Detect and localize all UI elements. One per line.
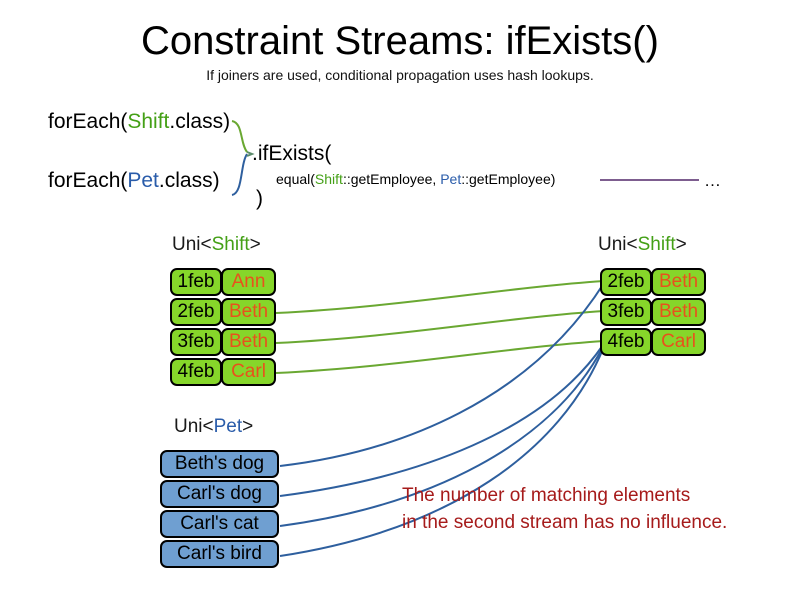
left-pet-row-2: Carl's cat — [160, 510, 279, 538]
brace-arm-pet — [231, 153, 248, 196]
code-foreach-pet-suffix: .class) — [158, 169, 220, 192]
annotation-line-1: The number of matching elements — [402, 485, 691, 506]
left-shift-row-0-date: 1feb — [170, 268, 222, 296]
page-title: Constraint Streams: ifExists() — [141, 19, 659, 63]
annotation-note: The number of matching elements in the s… — [402, 482, 727, 536]
label-left-uni-shift-suffix: > — [249, 234, 261, 255]
label-right-uni-shift-type: Shift — [637, 234, 676, 255]
code-equal-joiner: equal(Shift::getEmployee, Pet::getEmploy… — [276, 170, 555, 188]
left-shift-row-2-date: 3feb — [170, 328, 222, 356]
code-foreach-shift: forEach(Shift.class) — [48, 110, 230, 134]
right-shift-row-2-name: Carl — [651, 328, 706, 356]
code-close-paren: ) — [256, 187, 263, 210]
brace-arm-shift — [231, 120, 248, 153]
code-foreach-shift-type: Shift — [127, 110, 170, 133]
left-pet-row-0: Beth's dog — [160, 450, 279, 478]
code-equal-prefix: equal( — [276, 171, 315, 187]
page-subtitle: If joiners are used, conditional propaga… — [206, 67, 594, 83]
code-equal-left-method: ::getEmployee, — [342, 171, 441, 187]
left-pet-row-3: Carl's bird — [160, 540, 279, 568]
label-left-uni-shift: Uni<Shift> — [172, 234, 261, 256]
right-shift-row-2-date: 4feb — [600, 328, 652, 356]
code-equal-right-type: Pet — [440, 171, 462, 187]
connector-green-2feb — [275, 280, 605, 314]
left-shift-row-1-name: Beth — [221, 298, 276, 326]
code-foreach-shift-suffix: .class) — [169, 110, 231, 133]
code-equal-right-method: ::getEmployee) — [461, 171, 556, 187]
label-right-uni-shift-prefix: Uni< — [598, 234, 638, 255]
left-shift-row-3-name: Carl — [221, 358, 276, 386]
ellipsis-label: … — [704, 171, 722, 190]
label-left-uni-shift-type: Shift — [211, 234, 250, 255]
code-foreach-pet-type: Pet — [127, 169, 159, 192]
right-shift-row-1-name: Beth — [651, 298, 706, 326]
left-shift-row-2-name: Beth — [221, 328, 276, 356]
label-left-uni-pet-suffix: > — [242, 416, 254, 437]
code-foreach-shift-prefix: forEach( — [48, 110, 128, 133]
label-left-uni-pet-type: Pet — [213, 416, 243, 437]
label-left-uni-pet: Uni<Pet> — [174, 416, 253, 438]
label-right-uni-shift: Uni<Shift> — [598, 234, 687, 256]
connector-group-green — [275, 280, 605, 374]
connector-blue-carls-dog — [279, 344, 604, 497]
brace-group — [231, 120, 255, 196]
code-ifexists: .ifExists( — [252, 142, 332, 165]
code-equal-left-type: Shift — [314, 171, 343, 187]
connector-green-4feb — [275, 340, 605, 374]
connector-green-3feb — [275, 310, 605, 344]
code-foreach-pet-prefix: forEach( — [48, 169, 128, 192]
left-shift-row-0-name: Ann — [221, 268, 276, 296]
label-left-uni-pet-prefix: Uni< — [174, 416, 214, 437]
label-left-uni-shift-prefix: Uni< — [172, 234, 212, 255]
left-shift-row-1-date: 2feb — [170, 298, 222, 326]
left-shift-row-3-date: 4feb — [170, 358, 222, 386]
right-shift-row-0-name: Beth — [651, 268, 706, 296]
right-shift-row-1-date: 3feb — [600, 298, 652, 326]
right-shift-row-0-date: 2feb — [600, 268, 652, 296]
label-right-uni-shift-suffix: > — [675, 234, 687, 255]
code-foreach-pet: forEach(Pet.class) — [48, 169, 220, 193]
annotation-line-2: in the second stream has no influence. — [402, 512, 728, 533]
left-pet-row-1: Carl's dog — [160, 480, 279, 508]
connector-blue-beths-dog — [279, 282, 605, 467]
